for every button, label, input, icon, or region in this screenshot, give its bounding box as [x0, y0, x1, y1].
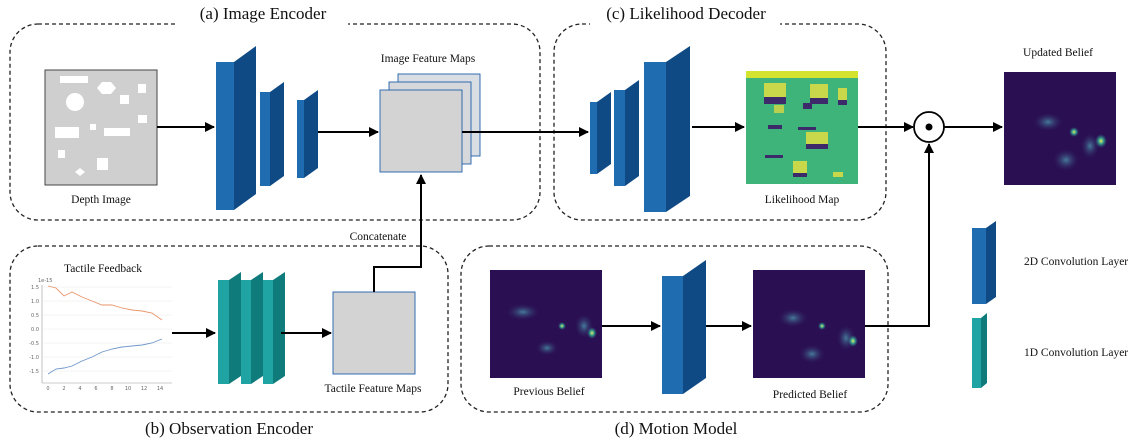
- updated-belief-map: [1004, 72, 1116, 185]
- tactile-x-tick: 10: [125, 386, 131, 392]
- tactile-y-tick: -1.5: [29, 369, 39, 375]
- depth-image-label: Depth Image: [71, 194, 131, 206]
- tactile-feature-maps: [332, 291, 416, 375]
- tactile-y-tick: -0.5: [29, 341, 39, 347]
- panel-title-motion-model: (d) Motion Model: [615, 419, 738, 438]
- tactile-y-tick: 1.5: [31, 285, 39, 291]
- depth-image: [44, 69, 158, 186]
- tactile-x-tick: 14: [157, 386, 163, 392]
- previous-belief-map: [490, 270, 602, 378]
- panel-observation-encoder-box: [9, 245, 449, 413]
- product-operator: [913, 111, 945, 143]
- observation-encoder-conv-layers: [218, 272, 285, 384]
- panel-title-image-encoder: (a) Image Encoder: [200, 4, 327, 23]
- tactile-y-tick: -1.0: [29, 355, 39, 361]
- legend-2d-conv-label: 2D Convolution Layer: [1024, 256, 1128, 268]
- legend-1d-conv-swatch: [972, 313, 987, 388]
- legend-1d-conv-label: 1D Convolution Layer: [1024, 347, 1128, 359]
- tactile-x-tick: 8: [110, 386, 113, 392]
- tactile-x-tick: 4: [78, 386, 81, 392]
- image-feature-maps-label: Image Feature Maps: [381, 53, 476, 65]
- likelihood-map-label: Likelihood Map: [765, 194, 840, 206]
- panel-image-encoder-box: [9, 23, 541, 221]
- previous-belief-label: Previous Belief: [513, 386, 584, 398]
- tactile-x-tick: 0: [46, 386, 49, 392]
- panel-title-observation-encoder: (b) Observation Encoder: [145, 419, 313, 438]
- concatenate-label: Concatenate: [350, 231, 407, 243]
- image-feature-maps: [379, 73, 481, 173]
- tactile-x-tick: 2: [62, 386, 65, 392]
- motion-model-conv-layer: [662, 260, 706, 394]
- tactile-x-tick: 12: [141, 386, 147, 392]
- likelihood-map: [746, 71, 858, 184]
- arrow-predicted-to-product: [865, 143, 934, 327]
- tactile-feedback-plot: [41, 285, 172, 384]
- image-encoder-conv-layers: [216, 46, 318, 210]
- predicted-belief-label: Predicted Belief: [773, 389, 848, 401]
- likelihood-decoder-conv-layers: [590, 46, 690, 212]
- tactile-y-tick: 0.5: [31, 313, 39, 319]
- tactile-y-tick: 0.0: [31, 327, 39, 333]
- tactile-plot-scale: 1e-15: [38, 278, 52, 284]
- updated-belief-label: Updated Belief: [1023, 47, 1093, 59]
- predicted-belief-map: [753, 270, 865, 378]
- tactile-feedback-label: Tactile Feedback: [64, 263, 142, 275]
- tactile-y-tick: 1.0: [31, 299, 39, 305]
- panel-motion-model-box: [460, 245, 889, 413]
- legend-2d-conv-swatch: [972, 221, 996, 304]
- tactile-feature-maps-label: Tactile Feature Maps: [325, 383, 422, 395]
- arrow-concatenate: [373, 174, 426, 292]
- panel-title-likelihood-decoder: (c) Likelihood Decoder: [606, 4, 766, 23]
- tactile-x-tick: 6: [94, 386, 97, 392]
